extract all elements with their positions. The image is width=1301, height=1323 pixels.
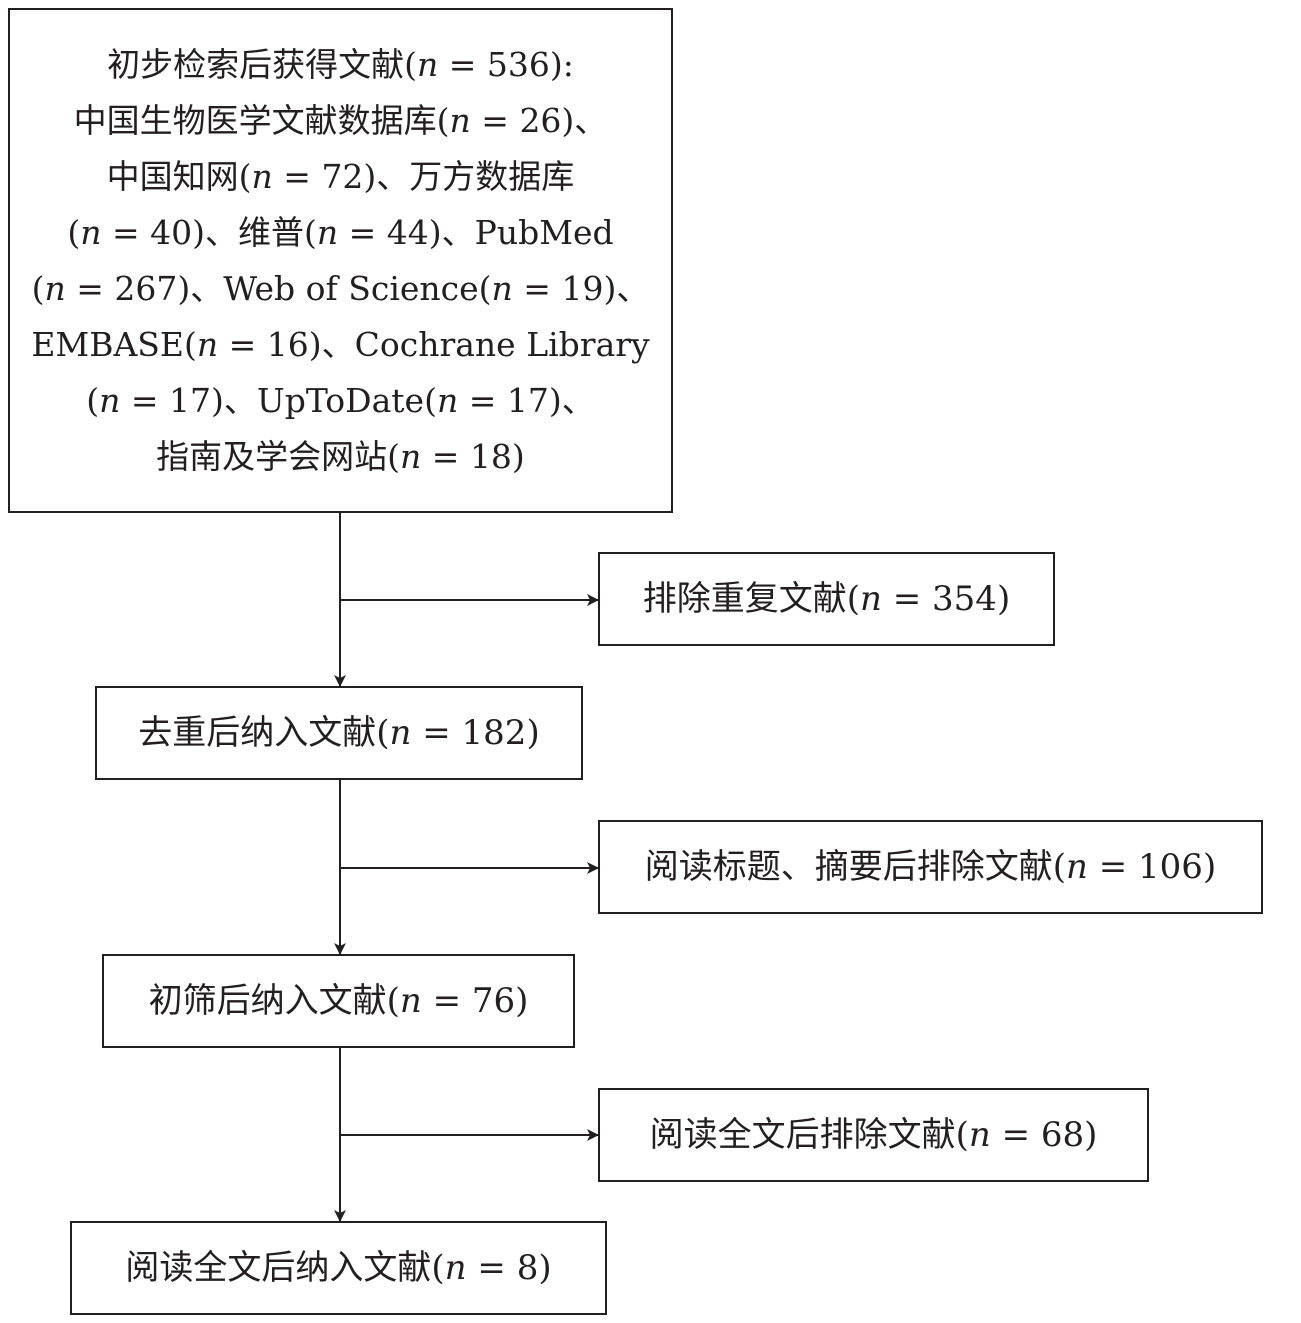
n-symbol: n (251, 156, 273, 196)
n-symbol: n (436, 380, 459, 420)
flow-box-included: 阅读全文后纳入文献(n = 8) (70, 1221, 607, 1315)
n-symbol: n (99, 380, 121, 420)
n-symbol: n (449, 100, 471, 140)
exclusion-label-full-text: 阅读全文后排除文献(n = 68) (649, 1115, 1098, 1155)
n-symbol: n (44, 268, 66, 308)
search-results-box: 初步检索后获得文献(n = 536): 中国生物医学文献数据库(n = 26)、… (8, 8, 673, 513)
search-results-line: 指南及学会网站(n = 18) (156, 436, 525, 476)
n-symbol: n (399, 981, 422, 1021)
search-results-lines: 初步检索后获得文献(n = 536): 中国生物医学文献数据库(n = 26)、… (31, 37, 649, 485)
search-results-line: 中国知网(n = 72)、万方数据库 (106, 156, 575, 196)
flow-box-deduplicated: 去重后纳入文献(n = 182) (95, 686, 583, 780)
flow-label-deduplicated: 去重后纳入文献(n = 182) (138, 713, 540, 753)
n-symbol: n (1066, 847, 1088, 887)
exclusion-box-full-text: 阅读全文后排除文献(n = 68) (598, 1088, 1149, 1182)
exclusion-box-title-abstract: 阅读标题、摘要后排除文献(n = 106) (598, 820, 1263, 914)
n-symbol: n (400, 436, 422, 476)
exclusion-label-title-abstract: 阅读标题、摘要后排除文献(n = 106) (644, 847, 1217, 887)
n-symbol: n (80, 212, 102, 252)
search-results-line: (n = 17)、UpToDate(n = 17)、 (86, 380, 595, 420)
search-results-line: (n = 40)、维普(n = 44)、PubMed (67, 212, 614, 252)
n-symbol: n (196, 324, 219, 364)
n-symbol: n (389, 713, 412, 753)
n-symbol: n (968, 1115, 991, 1155)
exclusion-label-duplicates: 排除重复文献(n = 354) (642, 579, 1011, 619)
search-results-line: 初步检索后获得文献(n = 536): (107, 44, 574, 84)
flow-label-included: 阅读全文后纳入文献(n = 8) (125, 1248, 552, 1288)
flow-label-screened: 初筛后纳入文献(n = 76) (148, 981, 529, 1021)
search-results-line: EMBASE(n = 16)、Cochrane Library (31, 324, 650, 364)
search-results-line: 中国生物医学文献数据库(n = 26)、 (73, 100, 608, 140)
n-symbol: n (491, 268, 513, 308)
n-symbol: n (860, 579, 882, 619)
search-results-line: (n = 267)、Web of Science(n = 19)、 (31, 268, 650, 308)
exclusion-box-duplicates: 排除重复文献(n = 354) (598, 552, 1055, 646)
n-symbol: n (316, 212, 339, 252)
flow-box-screened: 初筛后纳入文献(n = 76) (102, 954, 575, 1048)
n-symbol: n (416, 44, 439, 84)
n-symbol: n (444, 1248, 467, 1288)
